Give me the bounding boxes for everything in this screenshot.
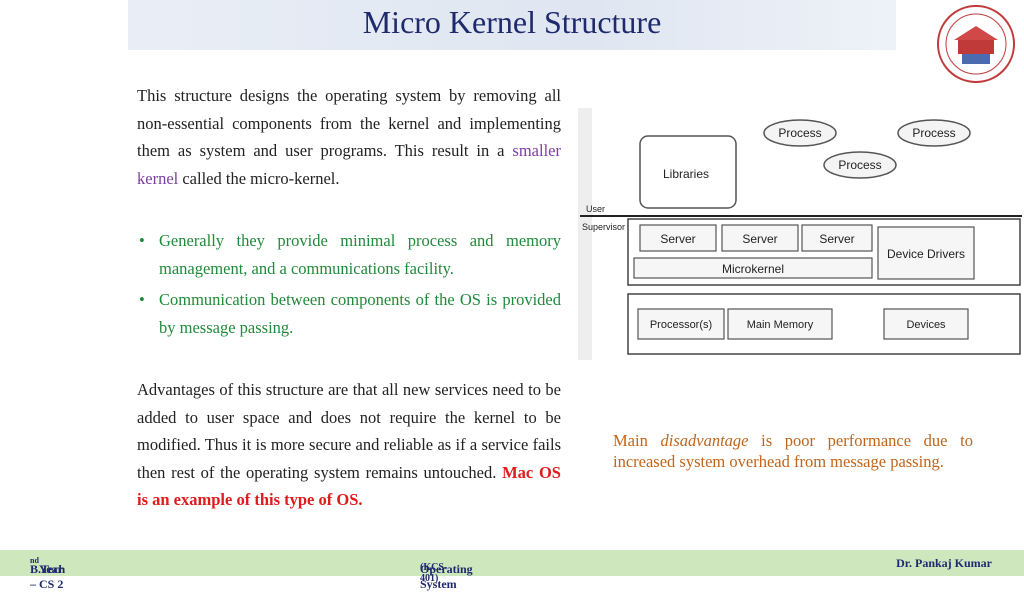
process-node bbox=[823, 151, 897, 179]
server-label: Server bbox=[660, 232, 695, 246]
advantages-paragraph: Advantages of this structure are that al… bbox=[137, 376, 561, 514]
server-box bbox=[801, 224, 873, 252]
device-drivers-box bbox=[877, 226, 975, 280]
slide-title: Micro Kernel Structure bbox=[362, 4, 662, 40]
intro-paragraph: This structure designs the operating sys… bbox=[137, 82, 561, 192]
intro-text-end: called the micro-kernel. bbox=[178, 168, 340, 188]
server-box bbox=[639, 224, 717, 252]
process-label: Process bbox=[778, 126, 821, 140]
process-node bbox=[897, 119, 971, 147]
intro-text: This structure designs the operating sys… bbox=[137, 86, 561, 160]
microkernel-label: Microkernel bbox=[722, 262, 784, 276]
server-label: Server bbox=[819, 232, 854, 246]
hardware-label: Main Memory bbox=[747, 319, 814, 331]
server-label: Server bbox=[742, 232, 777, 246]
bullet-list: Generally they provide minimal process a… bbox=[137, 227, 561, 345]
process-node bbox=[763, 119, 837, 147]
note-prefix: Main bbox=[613, 431, 661, 450]
disadvantage-note: Main disadvantage is poor performance du… bbox=[613, 430, 973, 472]
process-label: Process bbox=[912, 126, 955, 140]
bullet-item: Communication between components of the … bbox=[137, 286, 561, 341]
hardware-box bbox=[727, 308, 833, 340]
note-emphasis: disadvantage bbox=[660, 431, 749, 450]
hardware-label: Processor(s) bbox=[650, 319, 712, 331]
supervisor-label: Supervisor bbox=[582, 222, 625, 232]
footer-subject-code: (KCS- 401) bbox=[420, 562, 448, 584]
device-drivers-label: Device Drivers bbox=[887, 247, 965, 261]
hardware-label: Devices bbox=[906, 319, 946, 331]
libraries-box bbox=[639, 135, 737, 209]
process-label: Process bbox=[838, 158, 881, 172]
footer-course-sup: nd bbox=[30, 556, 39, 565]
server-box bbox=[721, 224, 799, 252]
mac-os-highlight: Mac OS is an example of this type of OS. bbox=[137, 462, 561, 510]
footer-author: Dr. Pankaj Kumar bbox=[896, 556, 992, 570]
microkernel-diagram: Libraries Process Process Process User S… bbox=[578, 108, 1022, 360]
footer-course-year: Year bbox=[38, 562, 63, 576]
microkernel-box bbox=[633, 257, 873, 279]
institution-logo-icon bbox=[937, 5, 1015, 83]
advantages-text: Advantages of this structure are that al… bbox=[137, 380, 561, 482]
title-bar: Micro Kernel Structure bbox=[128, 0, 896, 50]
hardware-box bbox=[883, 308, 969, 340]
bullet-item: Generally they provide minimal process a… bbox=[137, 227, 561, 282]
smaller-kernel-highlight: smaller kernel bbox=[137, 141, 561, 188]
note-suffix: is poor performance due to increased sys… bbox=[613, 431, 973, 471]
libraries-label: Libraries bbox=[663, 167, 709, 181]
hardware-box bbox=[637, 308, 725, 340]
user-label: User bbox=[586, 204, 605, 214]
